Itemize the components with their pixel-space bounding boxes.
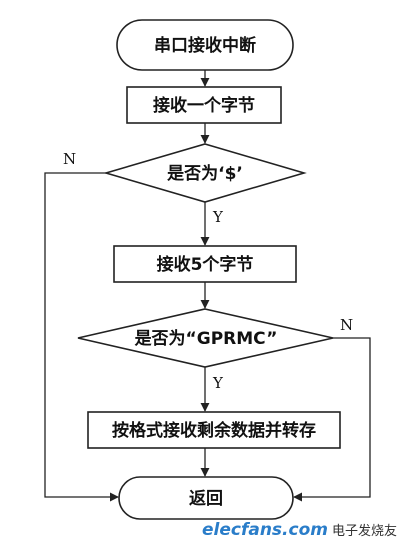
process-remaining-box <box>87 411 341 449</box>
process-remaining-label: 按格式接收剩余数据并转存 <box>112 420 316 441</box>
receive-one-byte-box <box>126 86 282 124</box>
receive-one-byte-label: 接收一个字节 <box>153 95 255 116</box>
return-label: 返回 <box>189 489 223 509</box>
dollar-no-label: N <box>63 150 76 168</box>
edge-gprmc-no <box>293 337 371 502</box>
edge-dollar-no <box>44 172 119 502</box>
start-label: 串口接收中断 <box>154 35 256 56</box>
gprmc-no-label: N <box>340 316 353 334</box>
is-gprmc-label: 是否为“GPRMC” <box>135 328 278 349</box>
is-dollar-label: 是否为‘$’ <box>167 163 243 184</box>
gprmc-yes-label: Y <box>212 374 224 392</box>
return-terminator <box>118 476 294 520</box>
receive-five-bytes-label: 接收5个字节 <box>157 254 254 275</box>
dollar-yes-label: Y <box>212 208 224 226</box>
watermark-cn: 电子发烧友 <box>331 524 397 539</box>
watermark-site: elecfans.com <box>202 520 328 540</box>
